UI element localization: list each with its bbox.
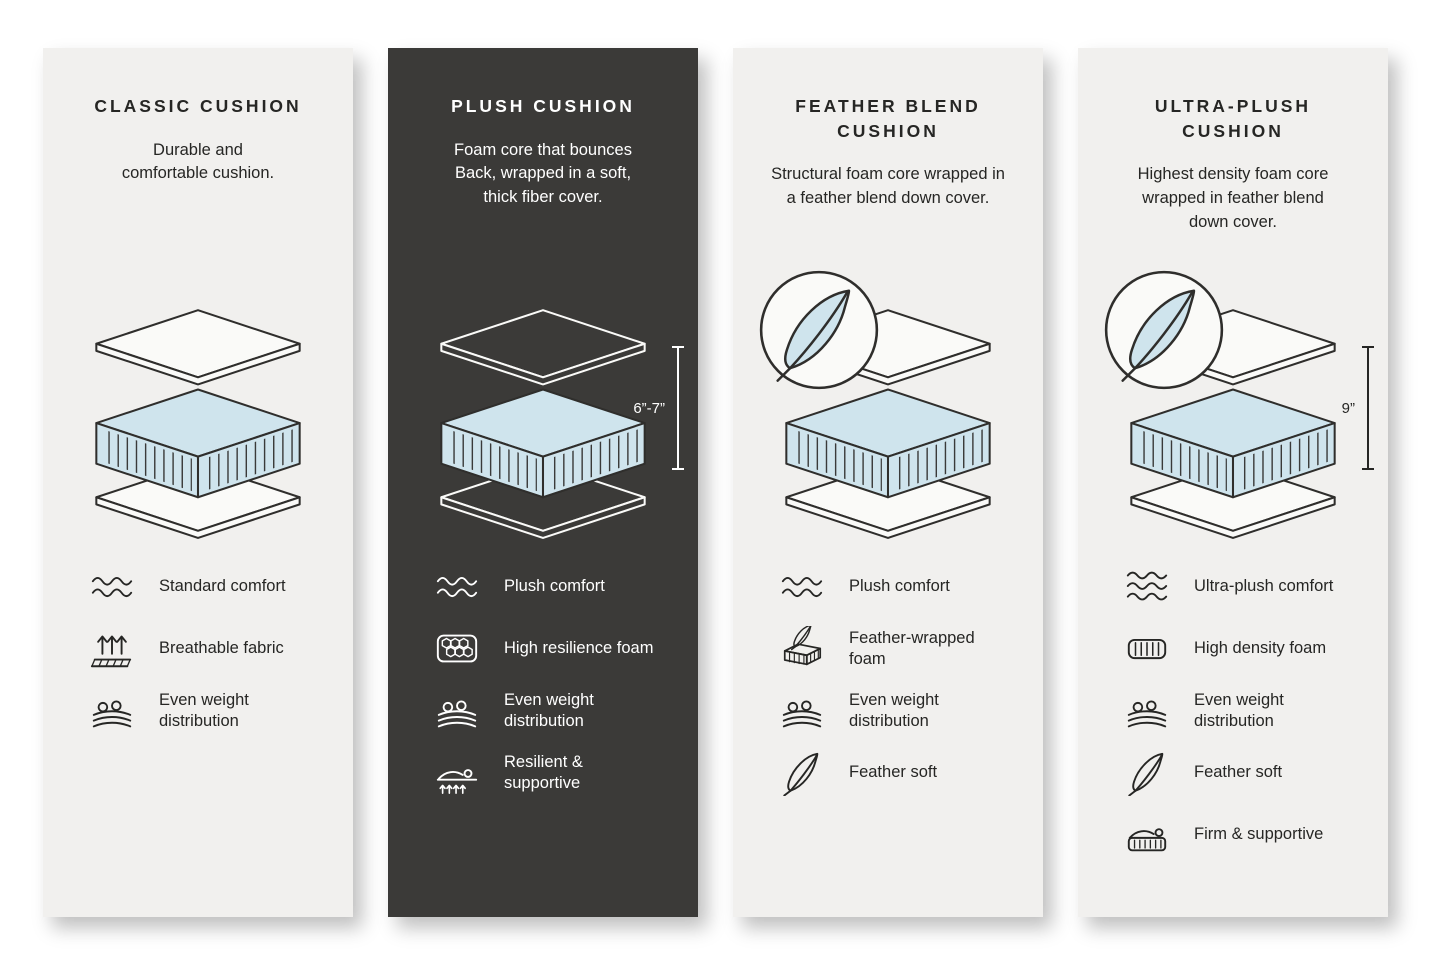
feather-wrapped-foam-icon	[779, 626, 825, 672]
even-weight-icon	[434, 688, 480, 734]
feature-list: Standard comfort Breathable fabric Even …	[89, 563, 339, 749]
feature-row: Plush comfort	[434, 563, 684, 611]
feature-label: Ultra-plush comfort	[1194, 577, 1334, 596]
panel-title: PLUSH CUSHION	[451, 96, 635, 116]
feature-list: Plush comfort High resilience foam Even …	[434, 563, 684, 811]
feature-row: Resilient & supportive	[434, 749, 684, 797]
feature-row: Feather soft	[1124, 749, 1374, 797]
feature-row: Standard comfort	[89, 563, 339, 611]
cushion-layers-diagram	[43, 298, 353, 546]
feature-row: High density foam	[1124, 625, 1374, 673]
panel-description: Durable and comfortable cushion.	[121, 140, 275, 183]
feature-row: Even weight distribution	[434, 687, 684, 735]
firm-supportive-icon	[1124, 812, 1170, 858]
panel-ultra-plush-cushion: ULTRA-PLUSH CUSHION Highest density foam…	[1078, 48, 1388, 917]
feature-row: Plush comfort	[779, 563, 1029, 611]
feature-row: Feather-wrapped foam	[779, 625, 1029, 673]
even-weight-icon	[89, 688, 135, 734]
panel-description: Foam core that bounces Back, wrapped in …	[454, 140, 632, 207]
measurement-label: 9”	[1341, 399, 1355, 417]
feature-row: Breathable fabric	[89, 625, 339, 673]
feather-icon	[1124, 750, 1170, 796]
panel-title: CLASSIC CUSHION	[94, 96, 302, 116]
feature-list: Plush comfort Feather-wrapped foam Even …	[779, 563, 1029, 811]
panel-plush-cushion: PLUSH CUSHION Foam core that bounces Bac…	[388, 48, 698, 917]
even-weight-icon	[1124, 688, 1170, 734]
feature-row: Even weight distribution	[779, 687, 1029, 735]
cushion-layers-diagram: 6”-7”	[388, 298, 698, 546]
feature-label: Even weight distribution	[1194, 690, 1284, 730]
cushion-diagram-art	[86, 298, 310, 542]
feature-label: Firm & supportive	[1194, 825, 1324, 844]
feature-row: Feather soft	[779, 749, 1029, 797]
panel-classic-cushion: CLASSIC CUSHION Durable and comfortable …	[43, 48, 353, 917]
feature-label: High density foam	[1194, 639, 1327, 658]
measurement-label: 6”-7”	[633, 399, 665, 417]
cushion-layers-diagram: 9”	[1078, 298, 1388, 546]
cushion-layers-diagram	[733, 298, 1043, 546]
panel-feather-blend-cushion: FEATHER BLEND CUSHION Structural foam co…	[733, 48, 1043, 917]
even-weight-icon	[779, 688, 825, 734]
feature-row: Even weight distribution	[89, 687, 339, 735]
feature-list: Ultra-plush comfort High density foam Ev…	[1124, 563, 1374, 873]
measurement-line	[672, 346, 684, 470]
feature-label: Plush comfort	[504, 577, 605, 596]
feature-label: Even weight distribution	[159, 690, 249, 730]
cushion-comparison-panels: CLASSIC CUSHION Durable and comfortable …	[43, 48, 1388, 917]
measurement-line	[1362, 346, 1374, 470]
feature-label: Feather soft	[1194, 763, 1283, 782]
waves-icon	[1124, 564, 1170, 610]
waves-icon	[779, 564, 825, 610]
feature-label: Standard comfort	[159, 577, 286, 596]
feature-label: Even weight distribution	[849, 690, 939, 730]
panel-title: FEATHER BLEND CUSHION	[795, 96, 981, 141]
waves-icon	[434, 564, 480, 610]
feature-row: Firm & supportive	[1124, 811, 1374, 859]
high-density-foam-icon	[1124, 626, 1170, 672]
feather-badge-icon	[757, 268, 881, 392]
feather-badge-icon	[1102, 268, 1226, 392]
height-measurement: 9”	[1341, 346, 1374, 470]
panel-description: Highest density foam core wrapped in fea…	[1137, 165, 1329, 231]
cushion-diagram-art	[431, 298, 655, 542]
feature-label: Breathable fabric	[159, 639, 284, 658]
feature-label: Plush comfort	[849, 577, 950, 596]
breathable-fabric-icon	[89, 626, 135, 672]
panel-description: Structural foam core wrapped in a feathe…	[771, 165, 1005, 207]
waves-icon	[89, 564, 135, 610]
feature-row: High resilience foam	[434, 625, 684, 673]
feature-label: High resilience foam	[504, 639, 654, 658]
feature-row: Ultra-plush comfort	[1124, 563, 1374, 611]
feature-label: Feather-wrapped foam	[849, 628, 975, 668]
feature-label: Even weight distribution	[504, 690, 594, 730]
resilient-supportive-icon	[434, 750, 480, 796]
feature-label: Feather soft	[849, 763, 938, 782]
honeycomb-foam-icon	[434, 626, 480, 672]
height-measurement: 6”-7”	[633, 346, 684, 470]
feature-row: Even weight distribution	[1124, 687, 1374, 735]
panel-title: ULTRA-PLUSH CUSHION	[1154, 96, 1312, 141]
feather-icon	[779, 750, 825, 796]
feature-label: Resilient & supportive	[504, 752, 583, 792]
